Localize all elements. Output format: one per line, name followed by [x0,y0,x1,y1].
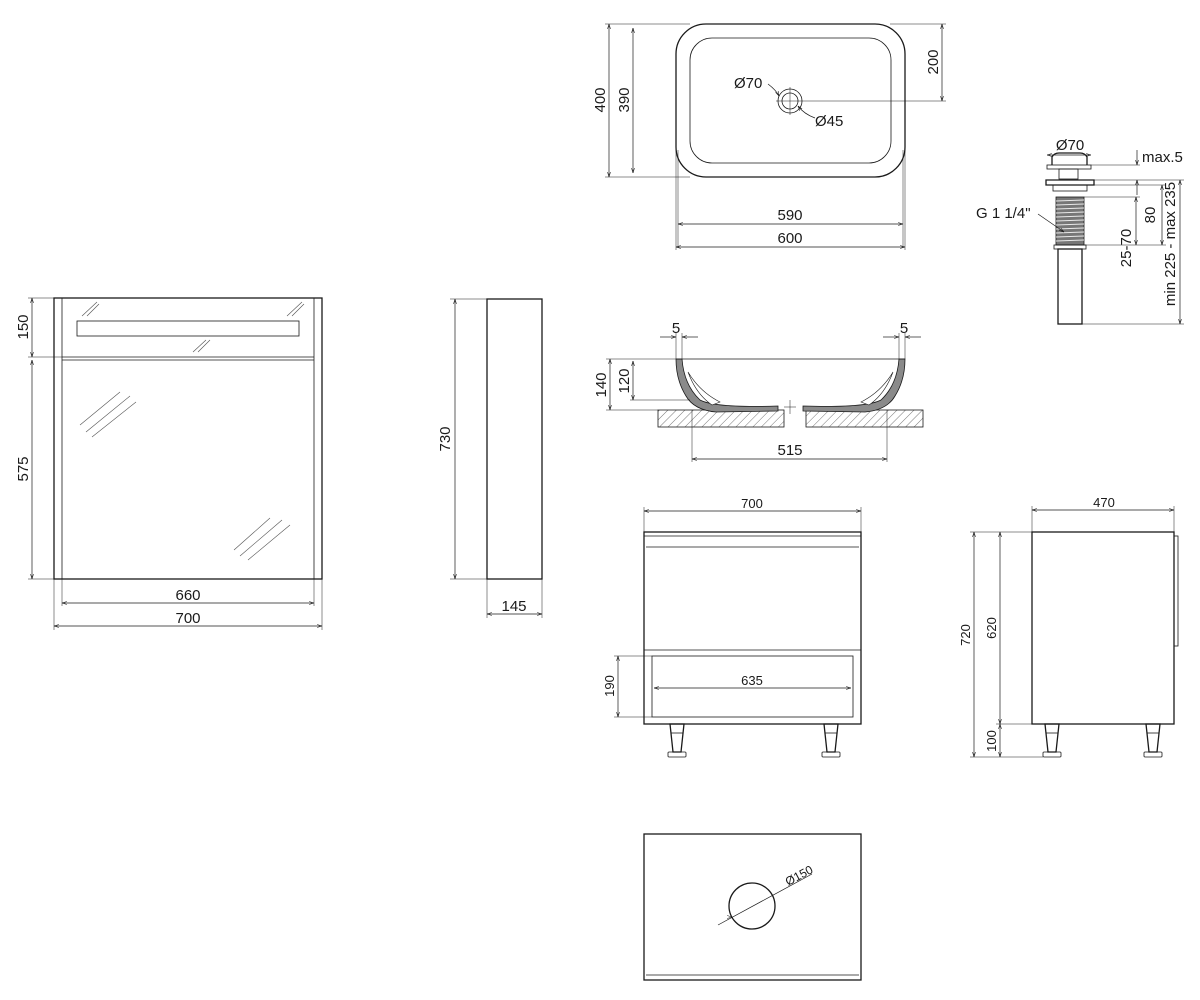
dim-vanity-720: 720 [958,624,973,646]
drain-tailpipe [1057,248,1083,325]
dim-vanity-470: 470 [1093,495,1115,510]
dim-section-140: 140 [593,372,610,397]
dim-drain-height: min 225 - max 235 [1162,182,1179,306]
drain-detail: Ø70 max.5 G 1 1/4" 80 25-70 min 225 - ma… [976,137,1184,325]
dia-countertop-150: Ø150 [783,862,816,888]
mirror-side-outline [486,298,543,580]
vanity-side-outline [1031,531,1175,725]
dim-section-515: 515 [777,442,802,459]
dia-drain-70: Ø70 [1056,137,1084,154]
dim-basin-590: 590 [777,207,802,224]
drain-thread-label: G 1 1/4" [976,205,1031,222]
dim-basin-400: 400 [592,87,609,112]
vanity-side-view: 470 720 620 100 [958,495,1179,758]
dim-section-5-right: 5 [900,320,908,337]
dia-basin-70: Ø70 [734,75,762,92]
vanity-side-leg-right [1143,723,1163,758]
dim-mirror-660: 660 [175,587,200,604]
drain-max5: max.5 [1142,149,1183,166]
countertop-hole [728,882,776,930]
vanity-front-view: 700 190 635 [602,496,862,758]
basin-outer-rim [675,23,906,178]
dim-vanity-100: 100 [984,730,999,752]
dim-basin-600: 600 [777,230,802,247]
drain-flange [1045,179,1095,186]
countertop-outline [643,833,862,981]
vanity-handle-profile [1173,535,1179,647]
countertop-section-right [805,409,924,428]
vanity-leg-right [821,723,841,758]
dim-vanity-190: 190 [602,675,617,697]
dim-mirror-700: 700 [175,610,200,627]
dim-mirror-150: 150 [15,314,32,339]
dim-vanity-700: 700 [741,496,763,511]
basin-inner-bowl [689,37,892,164]
vanity-front-outline [643,531,862,725]
mirror-cabinet-front: 150 575 660 700 [15,297,323,630]
dim-vanity-635: 635 [741,673,763,688]
mirror-cabinet-side: 730 145 [437,298,543,618]
basin-section: 5 5 140 120 515 [593,320,924,462]
dim-drain-25-70: 25-70 [1118,229,1135,267]
dim-drain-80: 80 [1142,207,1159,224]
dim-vanity-620: 620 [984,617,999,639]
dia-basin-45: Ø45 [815,113,843,130]
led-light-strip [76,320,300,337]
dim-section-5-left: 5 [672,320,680,337]
dim-mirror-730: 730 [437,426,454,451]
vanity-side-leg-left [1042,723,1062,758]
mirror-glass-reflection [79,301,305,561]
dim-basin-390: 390 [616,87,633,112]
dim-section-120: 120 [616,368,633,393]
countertop-section-left [657,409,785,428]
dim-basin-200: 200 [925,49,942,74]
dim-mirror-575: 575 [15,456,32,481]
basin-wall-right [802,358,906,413]
vanity-open-shelf [651,655,854,718]
basin-top-view: Ø70 Ø45 400 390 200 590 600 [592,23,946,250]
vanity-leg-left [667,723,687,758]
mirror-cabinet-outline [53,297,323,580]
dim-mirror-145: 145 [501,598,526,615]
countertop-top-view: Ø150 [643,833,862,981]
basin-wall-left [675,358,779,413]
